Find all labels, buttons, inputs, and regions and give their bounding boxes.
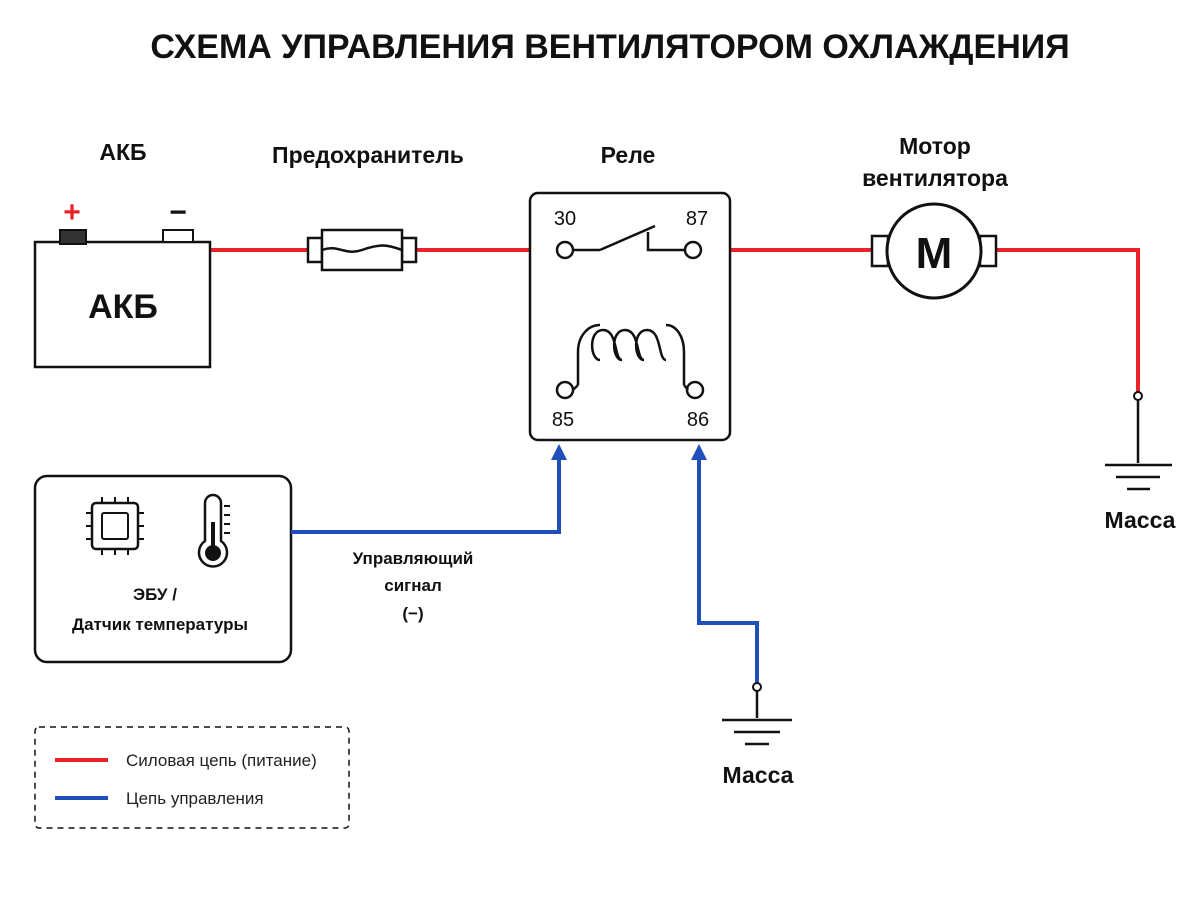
relay-label: Реле [601,142,656,168]
battery-plus-terminal [59,229,87,245]
ground-bottom-label: Масса [723,762,794,788]
motor-label-line1: Мотор [899,133,971,159]
battery-minus-terminal [162,229,194,243]
relay-pin-87-label: 87 [686,208,708,230]
battery-plus-sign: + [63,196,81,229]
battery-body [33,240,212,369]
relay-pin-86 [685,380,705,400]
ecu-label-line1: ЭБУ / [133,585,177,604]
thermometer-icon [197,493,230,568]
motor-label-line2: вентилятора [862,165,1008,191]
signal-label-line3: (−) [402,604,423,623]
signal-label-line1: Управляющий [353,549,474,568]
signal-label-line2: сигнал [384,576,442,595]
battery-body-text: АКБ [88,288,158,326]
relay-pin-85 [555,380,575,400]
battery-minus-sign: − [169,196,187,229]
arrow-to-pin-86 [691,444,707,460]
ecu-label-line2: Датчик температуры [72,615,248,634]
arrow-to-pin-85 [551,444,567,460]
fan-motor: M [870,202,998,300]
motor-body [885,202,983,300]
wire-ecu-relay85 [291,455,561,534]
fuse-label: Предохранитель [272,142,464,168]
relay-coil [590,328,667,362]
wire-motor-ground [996,248,1140,393]
control-circuit [291,444,759,683]
ground-bottom: Масса [722,682,794,788]
legend-power-label: Силовая цепь (питание) [126,751,317,770]
wire-relay86-ground [697,455,759,683]
ecu-block: ЭБУ / Датчик температуры [33,474,293,664]
ecu-box [33,474,293,664]
relay-pin-30 [555,240,575,260]
ground-right-label: Масса [1105,507,1176,533]
battery-label: АКБ [99,139,146,165]
legend: Силовая цепь (питание) Цепь управления [34,726,350,829]
relay-pin-86-label: 86 [687,409,709,431]
relay-pin-30-label: 30 [554,208,576,230]
legend-control-label: Цепь управления [126,789,264,808]
fuse-cap-left [306,236,324,264]
motor-symbol: M [916,229,953,278]
fuse-cap-right [400,236,418,264]
ground-right: Масса [1105,391,1176,533]
legend-box [34,726,350,829]
relay: 30 87 85 86 [528,191,732,442]
relay-body [528,191,732,442]
fuse [306,228,418,272]
chip-icon [86,497,144,555]
relay-pin-85-label: 85 [552,409,574,431]
battery: + − АКБ [33,196,212,369]
diagram-title: СХЕМА УПРАВЛЕНИЯ ВЕНТИЛЯТОРОМ ОХЛАЖДЕНИЯ [150,28,1069,66]
relay-pin-87 [683,240,703,260]
fuse-element [321,244,403,253]
relay-switch-arm [599,224,656,252]
